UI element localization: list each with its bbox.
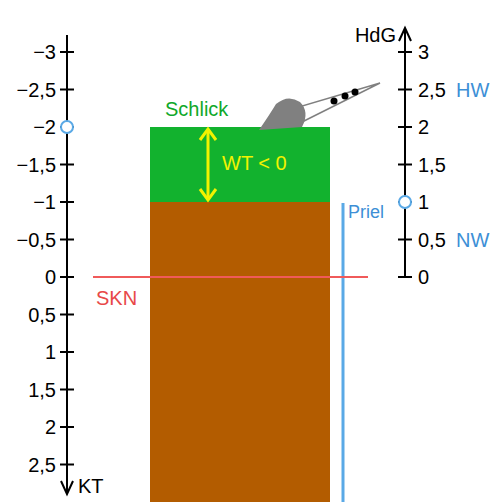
axis-arrowhead	[399, 28, 411, 41]
axis-tick-label: 0,5	[28, 305, 56, 325]
layer-name: Schlick	[165, 99, 228, 119]
axis-tick-label: −2,5	[17, 80, 56, 100]
chart-datum-line	[93, 276, 368, 278]
arrow-head	[200, 129, 216, 140]
water-level-label: HW	[456, 80, 489, 100]
depth-note: WT < 0	[222, 153, 287, 173]
tick-mark	[60, 464, 74, 466]
axis-tick-label: 0,5	[418, 230, 446, 250]
axis-tick-label: 1,5	[418, 155, 446, 175]
axis-tick-label: −3	[33, 42, 56, 62]
arrow-head	[200, 189, 216, 200]
vessel-dot	[331, 98, 338, 105]
vessel-hull	[259, 98, 306, 130]
tick-mark	[60, 89, 74, 91]
axis-ticks	[60, 52, 412, 465]
tick-mark	[398, 51, 412, 53]
tick-mark	[60, 314, 74, 316]
tick-mark	[60, 389, 74, 391]
tick-mark	[60, 276, 74, 278]
axis-tick-label: 1	[45, 342, 56, 362]
tick-mark	[398, 126, 412, 128]
tick-mark	[60, 351, 74, 353]
marker-circle	[399, 196, 411, 208]
tick-mark	[398, 239, 412, 241]
axis-arrowhead	[61, 481, 73, 494]
tick-mark	[60, 239, 74, 241]
axis-tick-label: −0,5	[17, 230, 56, 250]
ground-column	[150, 202, 330, 502]
tick-mark	[60, 201, 74, 203]
marker-circle	[61, 121, 73, 133]
tick-mark	[398, 276, 412, 278]
axis-title: HdG	[355, 25, 396, 45]
tick-mark	[398, 164, 412, 166]
datum-label: SKN	[96, 288, 137, 308]
vessel-sail	[300, 83, 380, 123]
channel-line	[342, 203, 345, 502]
axis-tick-label: 1	[418, 192, 429, 212]
axis-tick-label: 0	[418, 267, 429, 287]
tick-mark	[60, 426, 74, 428]
vessel-dot	[342, 93, 349, 100]
vessel-dot	[352, 89, 359, 96]
depth-axis	[66, 35, 68, 492]
axis-tick-label: 1,5	[28, 380, 56, 400]
tick-mark	[60, 164, 74, 166]
axis-tick-label: 2,5	[28, 455, 56, 475]
axis-tick-label: 2	[418, 117, 429, 137]
water-level-label: NW	[456, 230, 489, 250]
axis-tick-label: 3	[418, 42, 429, 62]
axis-tick-label: −2	[33, 117, 56, 137]
axis-tick-label: 0	[45, 267, 56, 287]
axis-tick-label: −1	[33, 192, 56, 212]
channel-label: Priel	[348, 203, 384, 221]
axis-tick-label: 2	[45, 417, 56, 437]
axis-tick-label: 2,5	[418, 80, 446, 100]
tick-mark	[60, 51, 74, 53]
axis-title: KT	[78, 476, 104, 496]
axis-tick-label: −1,5	[17, 155, 56, 175]
tick-mark	[398, 89, 412, 91]
mud-layer-band: SchlickWT < 0	[150, 127, 330, 202]
arrow-shaft	[207, 130, 210, 199]
